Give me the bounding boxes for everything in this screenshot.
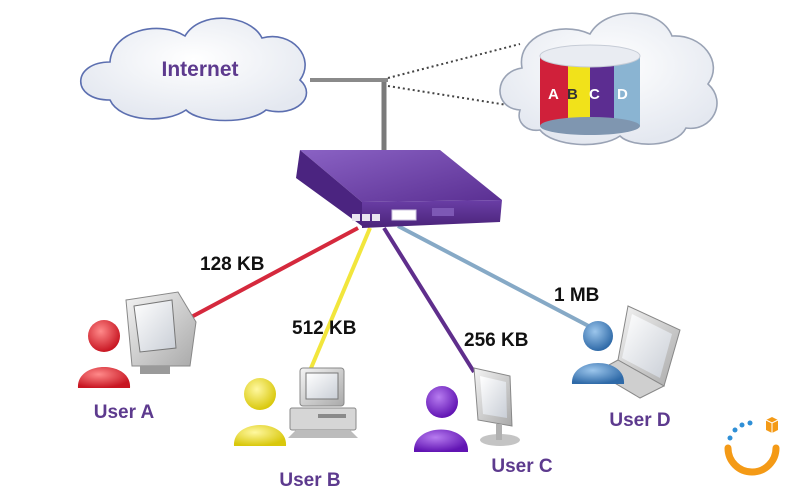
link-label-user-d: 1 MB: [554, 285, 599, 306]
link-line-user-a: [181, 226, 359, 324]
storage-segment-b-label: B: [567, 86, 578, 103]
uplink-connector: [310, 78, 388, 156]
internet-cloud-icon: [80, 17, 308, 122]
internet-label: Internet: [161, 58, 238, 81]
desktop-pc-icon: [288, 367, 358, 438]
storage-segment-c-label: C: [589, 86, 600, 103]
link-line-user-d: [397, 224, 601, 334]
user-a-avatar-icon: [77, 320, 131, 388]
user-d-avatar-icon: [571, 321, 625, 384]
storage-cylinder-icon: [539, 44, 641, 135]
laptop-icon: [594, 305, 681, 399]
user-a-label: User A: [94, 402, 155, 423]
flat-monitor-icon: [473, 367, 520, 446]
link-label-user-c: 256 KB: [464, 330, 528, 351]
link-label-user-a: 128 KB: [200, 254, 264, 275]
user-c-avatar-icon: [413, 386, 469, 452]
brand-logo-icon: [724, 417, 780, 476]
user-b-label: User B: [279, 470, 340, 491]
link-line-user-c: [382, 226, 476, 374]
storage-dotted-link: [387, 43, 527, 109]
link-line-user-b: [304, 227, 372, 381]
link-lines: [181, 224, 601, 381]
storage-segment-d-label: D: [617, 86, 628, 103]
link-label-user-b: 512 KB: [292, 318, 356, 339]
user-d-label: User D: [609, 410, 670, 431]
router-icon: [296, 150, 502, 228]
crt-monitor-icon: [125, 291, 197, 374]
user-c-label: User C: [491, 456, 553, 477]
user-b-avatar-icon: [233, 378, 287, 446]
storage-segment-a-label: A: [548, 86, 559, 103]
